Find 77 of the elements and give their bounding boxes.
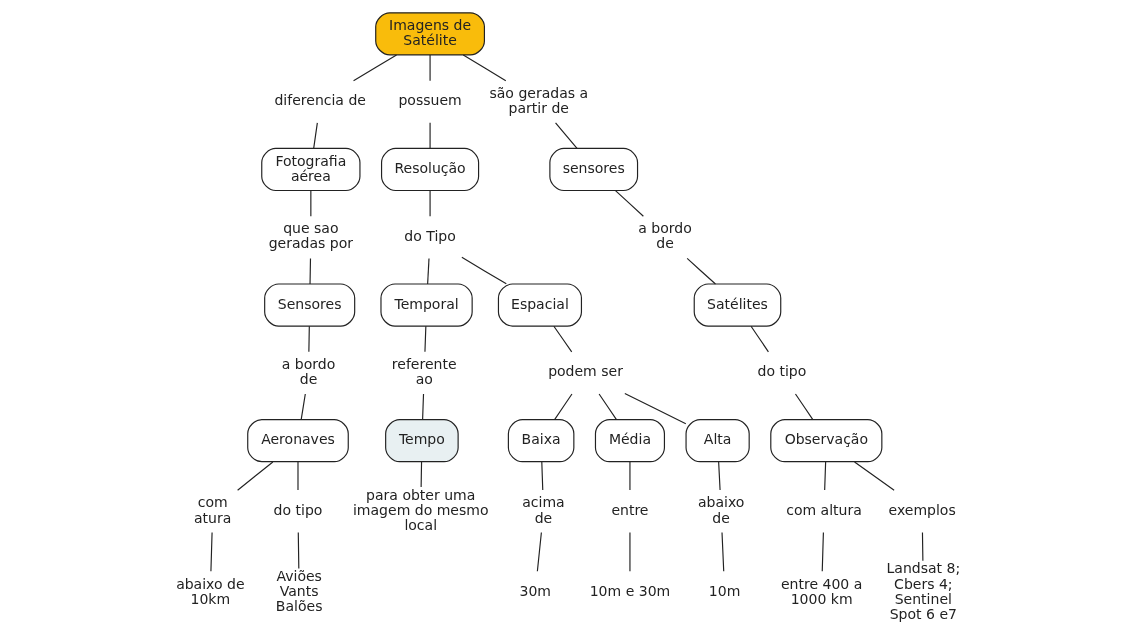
connector <box>420 461 422 488</box>
connector <box>296 461 299 491</box>
connector <box>209 531 213 572</box>
connector <box>429 122 431 149</box>
node-box: Tempo <box>384 419 459 463</box>
node-box: Baixa <box>507 419 574 463</box>
connector <box>536 531 542 572</box>
connector <box>554 122 578 149</box>
connector <box>423 325 426 353</box>
node-text: a bordo de <box>637 220 692 252</box>
connector <box>309 190 311 217</box>
node-box: Resolução <box>380 147 479 192</box>
node-box: Alta <box>684 419 750 463</box>
node-box: Aeronaves <box>246 419 349 463</box>
node-text: acima de <box>521 494 565 526</box>
node-text: do tipo <box>757 363 806 380</box>
node-text: diferencia de <box>273 92 366 109</box>
node-text: são geradas a partir de <box>488 84 588 116</box>
connector <box>421 393 424 421</box>
connector <box>686 257 716 285</box>
connector <box>460 256 507 285</box>
node-text: do tipo <box>273 501 322 518</box>
node-text: que sao geradas por <box>268 220 353 252</box>
connector <box>628 531 631 572</box>
connector <box>429 190 431 217</box>
connector <box>236 461 273 491</box>
node-text: com atura <box>193 494 231 526</box>
connector <box>853 461 895 491</box>
connector <box>717 461 721 491</box>
connector <box>426 257 430 285</box>
connector <box>552 325 572 353</box>
node-text: exemplos <box>888 501 956 518</box>
node-box: Observação <box>769 419 882 463</box>
node-text: 10m e 30m <box>589 583 670 600</box>
node-text: a bordo de <box>281 355 335 388</box>
node-text: com altura <box>785 501 862 518</box>
node-text: possuem <box>397 92 462 109</box>
node-box: Sensores <box>263 283 355 327</box>
connector <box>553 393 573 421</box>
node-text: podem ser <box>547 363 623 380</box>
node-text: 30m <box>519 583 551 600</box>
connector <box>429 54 431 82</box>
connector <box>308 257 311 285</box>
connector <box>749 325 769 353</box>
node-box: Satélites <box>693 283 781 327</box>
node-box: sensores <box>548 147 638 192</box>
connector <box>352 54 397 82</box>
connector <box>614 190 644 217</box>
node-text: entre 400 a 1000 km <box>780 575 862 607</box>
node-text: referente ao <box>391 355 457 388</box>
node-text: Aviões Vants Balões <box>275 568 322 615</box>
node-box: Fotografia aérea <box>260 147 361 192</box>
connector <box>540 461 543 491</box>
connector <box>312 122 318 149</box>
node-box: Temporal <box>379 283 473 327</box>
connector <box>628 461 631 491</box>
node-box: Espacial <box>497 283 582 327</box>
connector <box>821 531 824 572</box>
node-text: abaixo de <box>697 494 744 526</box>
connector <box>921 531 923 562</box>
node-text: abaixo de 10km <box>175 575 245 607</box>
connector <box>300 393 306 421</box>
node-box: Imagens de Satélite <box>374 12 485 56</box>
connector <box>307 325 310 353</box>
connector <box>297 531 299 570</box>
connector <box>794 393 813 421</box>
connector <box>623 392 686 425</box>
node-text: entre <box>610 501 648 518</box>
node-text: 10m <box>708 583 740 600</box>
connector <box>720 531 724 572</box>
node-box: Média <box>594 419 665 463</box>
connector <box>823 461 826 491</box>
node-text: do Tipo <box>403 227 456 244</box>
connector <box>462 54 506 82</box>
connector <box>598 393 617 421</box>
node-text: Landsat 8; Cbers 4; Sentinel Spot 6 e7 <box>886 560 960 623</box>
node-text: para obter uma imagem do mesmo local <box>352 486 488 534</box>
